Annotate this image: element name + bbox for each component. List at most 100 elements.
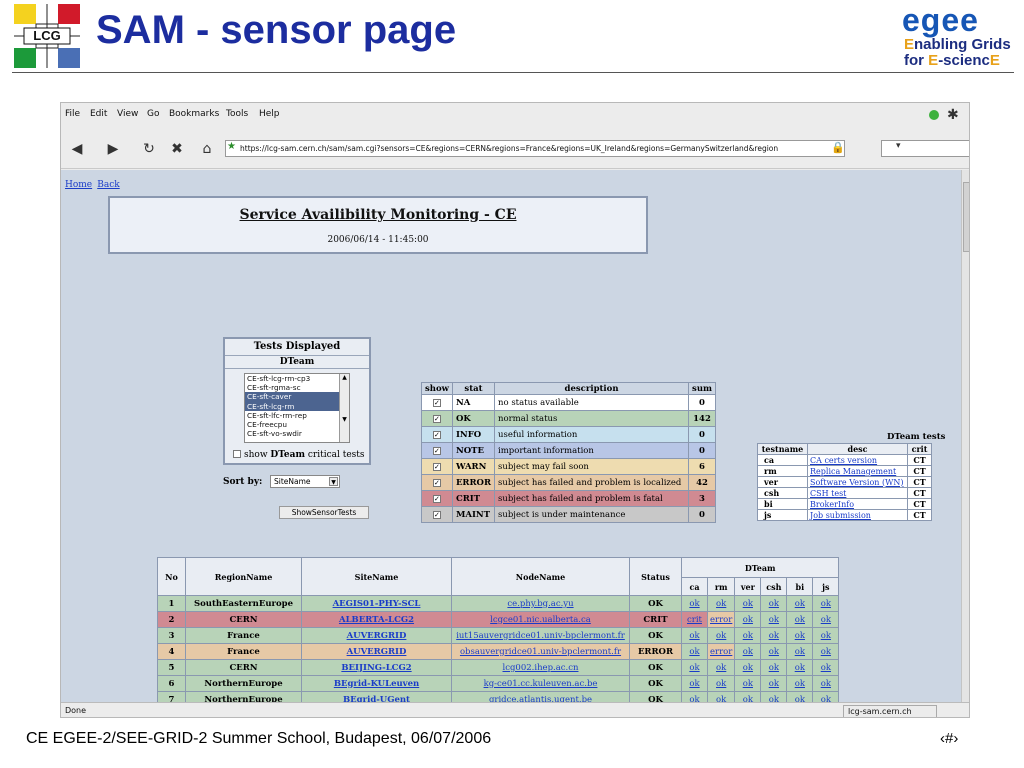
critical-tests-checkbox[interactable] — [233, 450, 241, 458]
show-status-checkbox[interactable]: ✓ — [432, 494, 441, 503]
node-name-link[interactable]: gridce.atlantis.ugent.be — [488, 694, 593, 703]
scrollbar-thumb[interactable] — [963, 182, 969, 252]
menu-view[interactable]: View — [117, 109, 139, 119]
node-name-link[interactable]: lcg002.ihep.ac.cn — [502, 662, 579, 673]
search-input[interactable]: ▾ — [881, 140, 969, 157]
page-scrollbar[interactable] — [961, 170, 969, 702]
test-result-link[interactable]: ok — [716, 694, 727, 703]
test-result-link[interactable]: ok — [716, 662, 727, 673]
test-result-link[interactable]: ok — [820, 678, 831, 689]
node-name-link[interactable]: obsauvergridce01.univ-bpclermont.fr — [459, 646, 622, 657]
node-name-link[interactable]: iut15auvergridce01.univ-bpclermont.fr — [456, 630, 625, 641]
test-result-link[interactable]: ok — [820, 694, 831, 703]
menu-edit[interactable]: Edit — [90, 109, 108, 119]
test-result-link[interactable]: ok — [768, 646, 779, 657]
test-result-link[interactable]: ok — [689, 646, 700, 657]
test-result-link[interactable]: ok — [716, 630, 727, 641]
dteam-desc-link[interactable]: Software Version (WN) — [810, 477, 904, 487]
site-name-link[interactable]: ALBERTA-LCG2 — [338, 614, 415, 625]
test-result-link[interactable]: ok — [820, 630, 831, 641]
home-icon[interactable]: ⌂ — [202, 141, 212, 157]
reload-icon[interactable]: ↻ — [143, 141, 155, 157]
show-critical-tests-option[interactable]: show DTeam critical tests — [233, 450, 365, 460]
test-result-link[interactable]: ok — [820, 598, 831, 609]
stop-icon[interactable]: ✖ — [171, 141, 183, 157]
test-result-link[interactable]: ok — [794, 678, 805, 689]
site-name-link[interactable]: BEgrid-UGent — [343, 694, 410, 703]
show-status-checkbox[interactable]: ✓ — [432, 430, 441, 439]
site-name-link[interactable]: BEIJING-LCG2 — [341, 662, 412, 673]
sort-by-select[interactable]: SiteName▼ — [270, 475, 340, 488]
test-option[interactable]: CE-sft-lfc-rm-rep — [247, 410, 307, 420]
back-link[interactable]: Back — [97, 180, 120, 190]
test-result-link[interactable]: ok — [689, 662, 700, 673]
test-result-link[interactable]: ok — [742, 694, 753, 703]
menu-go[interactable]: Go — [147, 109, 160, 119]
show-sensor-tests-button[interactable]: ShowSensorTests — [279, 506, 369, 519]
test-result-link[interactable]: ok — [768, 598, 779, 609]
test-result-link[interactable]: ok — [716, 598, 727, 609]
url-input[interactable]: https://lcg-sam.cern.ch/sam/sam.cgi?sens… — [225, 140, 845, 157]
test-result-link[interactable]: ok — [768, 678, 779, 689]
test-option[interactable]: CE-sft-caver — [245, 392, 349, 402]
menu-tools[interactable]: Tools — [226, 109, 249, 119]
site-name-link[interactable]: AEGIS01-PHY-SCL — [332, 598, 421, 609]
dteam-desc-link[interactable]: Replica Management — [810, 466, 897, 476]
test-result-link[interactable]: ok — [794, 614, 805, 625]
home-link[interactable]: Home — [65, 180, 93, 190]
test-option[interactable]: CE-sft-lcg-rm-cp3 — [247, 374, 311, 383]
show-status-checkbox[interactable]: ✓ — [432, 478, 441, 487]
dteam-desc-link[interactable]: CSH test — [810, 488, 847, 498]
show-status-checkbox[interactable]: ✓ — [432, 398, 441, 407]
test-result-link[interactable]: ok — [689, 678, 700, 689]
test-result-link[interactable]: ok — [716, 678, 727, 689]
test-result-link[interactable]: ok — [794, 630, 805, 641]
back-icon[interactable]: ◀ — [71, 141, 83, 157]
test-result-link[interactable]: ok — [689, 630, 700, 641]
site-name-link[interactable]: AUVERGRID — [346, 630, 407, 641]
test-result-link[interactable]: ok — [742, 662, 753, 673]
dteam-desc-link[interactable]: Job submission — [810, 510, 871, 520]
node-name-link[interactable]: kg-ce01.cc.kuleuven.ac.be — [483, 678, 598, 689]
test-result-link[interactable]: ok — [742, 614, 753, 625]
dteam-desc-link[interactable]: CA certs version — [810, 455, 878, 465]
test-result-link[interactable]: ok — [742, 678, 753, 689]
test-option[interactable]: CE-sft-lcg-rm — [245, 401, 349, 411]
test-result-link[interactable]: ok — [820, 662, 831, 673]
test-result-link[interactable]: ok — [689, 598, 700, 609]
menu-bookmarks[interactable]: Bookmarks — [169, 109, 220, 119]
test-result-link[interactable]: ok — [820, 646, 831, 657]
test-result-link[interactable]: crit — [687, 614, 702, 625]
test-result-link[interactable]: ok — [768, 614, 779, 625]
test-result-link[interactable]: ok — [742, 598, 753, 609]
test-result-link[interactable]: ok — [742, 630, 753, 641]
tests-listbox[interactable]: CE-sft-lcg-rm-cp3 CE-sft-rgma-sc CE-sft-… — [244, 373, 350, 443]
test-result-link[interactable]: ok — [794, 694, 805, 703]
test-result-link[interactable]: ok — [742, 646, 753, 657]
show-status-checkbox[interactable]: ✓ — [432, 414, 441, 423]
test-result-link[interactable]: ok — [768, 630, 779, 641]
test-result-link[interactable]: error — [710, 646, 733, 657]
tests-listbox-scrollbar[interactable]: ▲▼ — [339, 374, 349, 442]
show-status-checkbox[interactable]: ✓ — [432, 510, 441, 519]
show-status-checkbox[interactable]: ✓ — [432, 446, 441, 455]
site-name-link[interactable]: AUVERGRID — [346, 646, 407, 657]
test-result-link[interactable]: ok — [794, 598, 805, 609]
site-name-link[interactable]: BEgrid-KULeuven — [333, 678, 420, 689]
node-name-link[interactable]: lcgce01.nic.ualberta.ca — [490, 614, 591, 625]
menu-help[interactable]: Help — [259, 109, 280, 119]
forward-icon[interactable]: ▶ — [107, 141, 119, 157]
test-result-link[interactable]: ok — [794, 646, 805, 657]
test-result-link[interactable]: ok — [689, 694, 700, 703]
test-option[interactable]: CE-freecpu — [247, 419, 287, 429]
show-status-checkbox[interactable]: ✓ — [432, 462, 441, 471]
test-option[interactable]: CE-sft-vo-swdir — [247, 429, 302, 439]
menu-file[interactable]: File — [65, 109, 81, 119]
test-result-link[interactable]: ok — [794, 662, 805, 673]
test-option[interactable]: CE-sft-rgma-sc — [247, 383, 301, 393]
test-result-link[interactable]: ok — [768, 694, 779, 703]
test-result-link[interactable]: ok — [820, 614, 831, 625]
test-result-link[interactable]: error — [710, 614, 733, 625]
dteam-desc-link[interactable]: BrokerInfo — [810, 499, 855, 509]
test-result-link[interactable]: ok — [768, 662, 779, 673]
